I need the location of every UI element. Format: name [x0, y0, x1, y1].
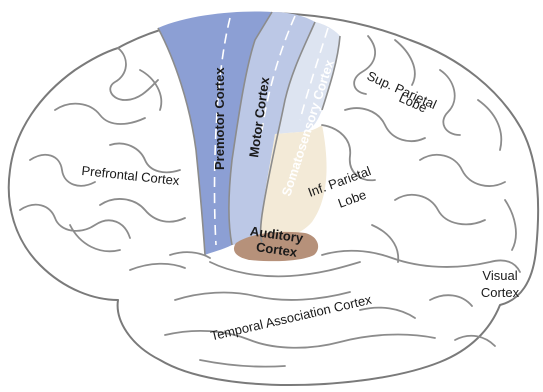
visual-cortex-label-line2: Cortex [481, 285, 520, 300]
premotor-cortex-label: Premotor Cortex [212, 67, 227, 170]
visual-cortex-label-line1: Visual [482, 268, 517, 283]
